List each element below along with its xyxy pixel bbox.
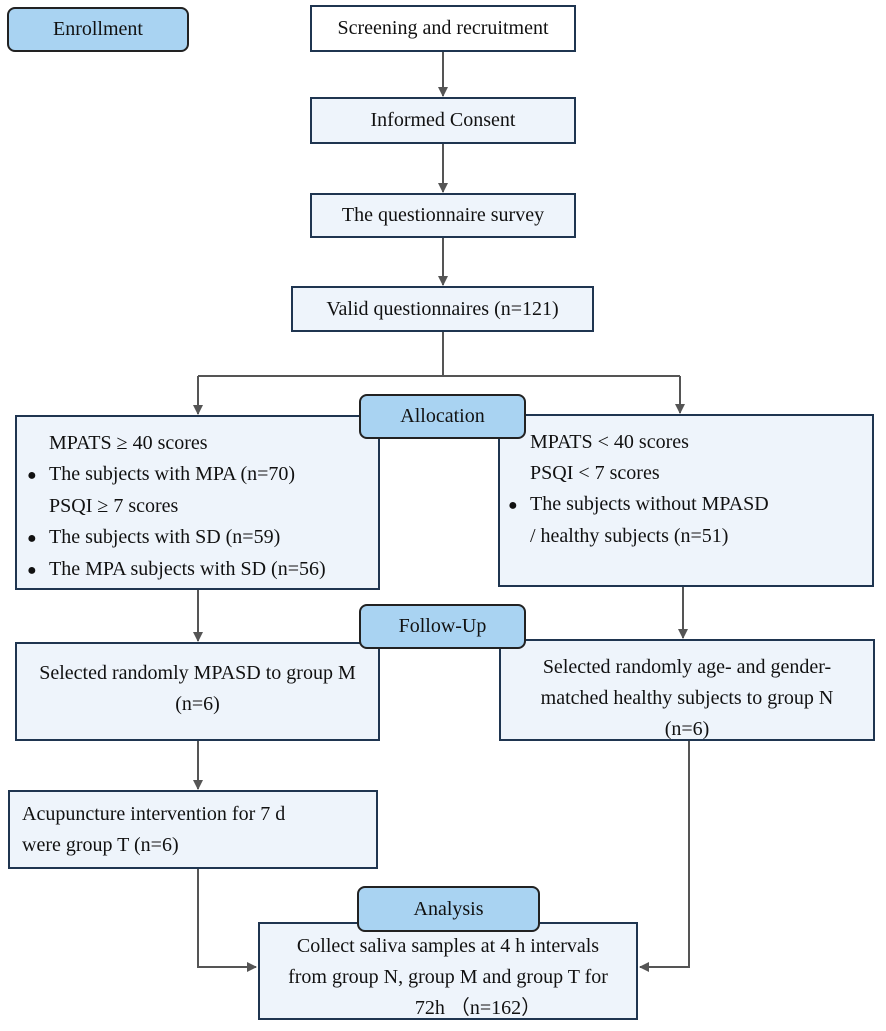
survey-box: The questionnaire survey [310,193,576,238]
group-m-line2: (n=6) [175,693,220,715]
stage-follow-up-text: Follow-Up [398,615,487,637]
valid-questionnaires-text: Valid questionnaires (n=121) [326,297,559,320]
right-criteria-healthy: / healthy subjects (n=51) [530,525,729,547]
left-criteria-mpa-sd-subjects: The MPA subjects with SD (n=56) [27,554,378,586]
group-t-box: Acupuncture intervention for 7 d were gr… [8,790,378,869]
consent-box: Informed Consent [310,97,576,144]
group-n-line1: Selected randomly age- and gender- [542,656,832,678]
group-n-line2: matched healthy subjects to group N [540,687,834,709]
group-m-box: Selected randomly MPASD to group M (n=6) [15,642,380,741]
left-criteria-psqi: PSQI ≥ 7 scores [49,495,179,517]
analysis-line2: from group N, group M and group T for [288,966,608,988]
split-line [198,332,444,377]
right-criteria-box: MPATS < 40 scores PSQI < 7 scores The su… [498,414,874,587]
valid-questionnaires-box: Valid questionnaires (n=121) [291,286,594,332]
left-criteria-sd-subjects: The subjects with SD (n=59) [27,522,378,554]
screening-text: Screening and recruitment [337,17,549,39]
right-criteria-psqi: PSQI < 7 scores [530,462,660,484]
consent-text: Informed Consent [370,109,516,131]
survey-text: The questionnaire survey [341,204,545,226]
screening-box: Screening and recruitment [310,5,576,52]
stage-allocation-label: Allocation [359,394,526,439]
stage-analysis-text: Analysis [413,897,484,920]
right-criteria-mpats: MPATS < 40 scores [530,431,689,453]
stage-allocation-text: Allocation [400,405,485,427]
analysis-box: Collect saliva samples at 4 h intervals … [258,922,638,1020]
stage-enrollment-text: Enrollment [53,18,143,40]
group-n-box: Selected randomly age- and gender- match… [499,639,875,741]
analysis-line1: Collect saliva samples at 4 h intervals [296,935,600,957]
left-criteria-mpa-subjects: The subjects with MPA (n=70) [27,459,378,491]
group-m-line1: Selected randomly MPASD to group M [39,662,356,684]
group-t-line2: were group T (n=6) [22,834,179,856]
arrow-group-n-to-analysis [639,741,690,972]
left-criteria-box: MPATS ≥ 40 scores The subjects with MPA … [15,415,380,590]
group-n-line3: (n=6) [664,718,710,740]
stage-follow-up-label: Follow-Up [359,604,526,649]
group-t-line1: Acupuncture intervention for 7 d [22,803,286,825]
analysis-line3: 72h （n=162） [414,997,542,1019]
right-criteria-without-mpasd: The subjects without MPASD [508,489,872,521]
stage-analysis-label: Analysis [357,886,540,932]
left-criteria-mpats: MPATS ≥ 40 scores [49,432,208,454]
arrow-group-t-to-analysis [197,869,257,972]
stage-enrollment-label: Enrollment [7,7,189,52]
